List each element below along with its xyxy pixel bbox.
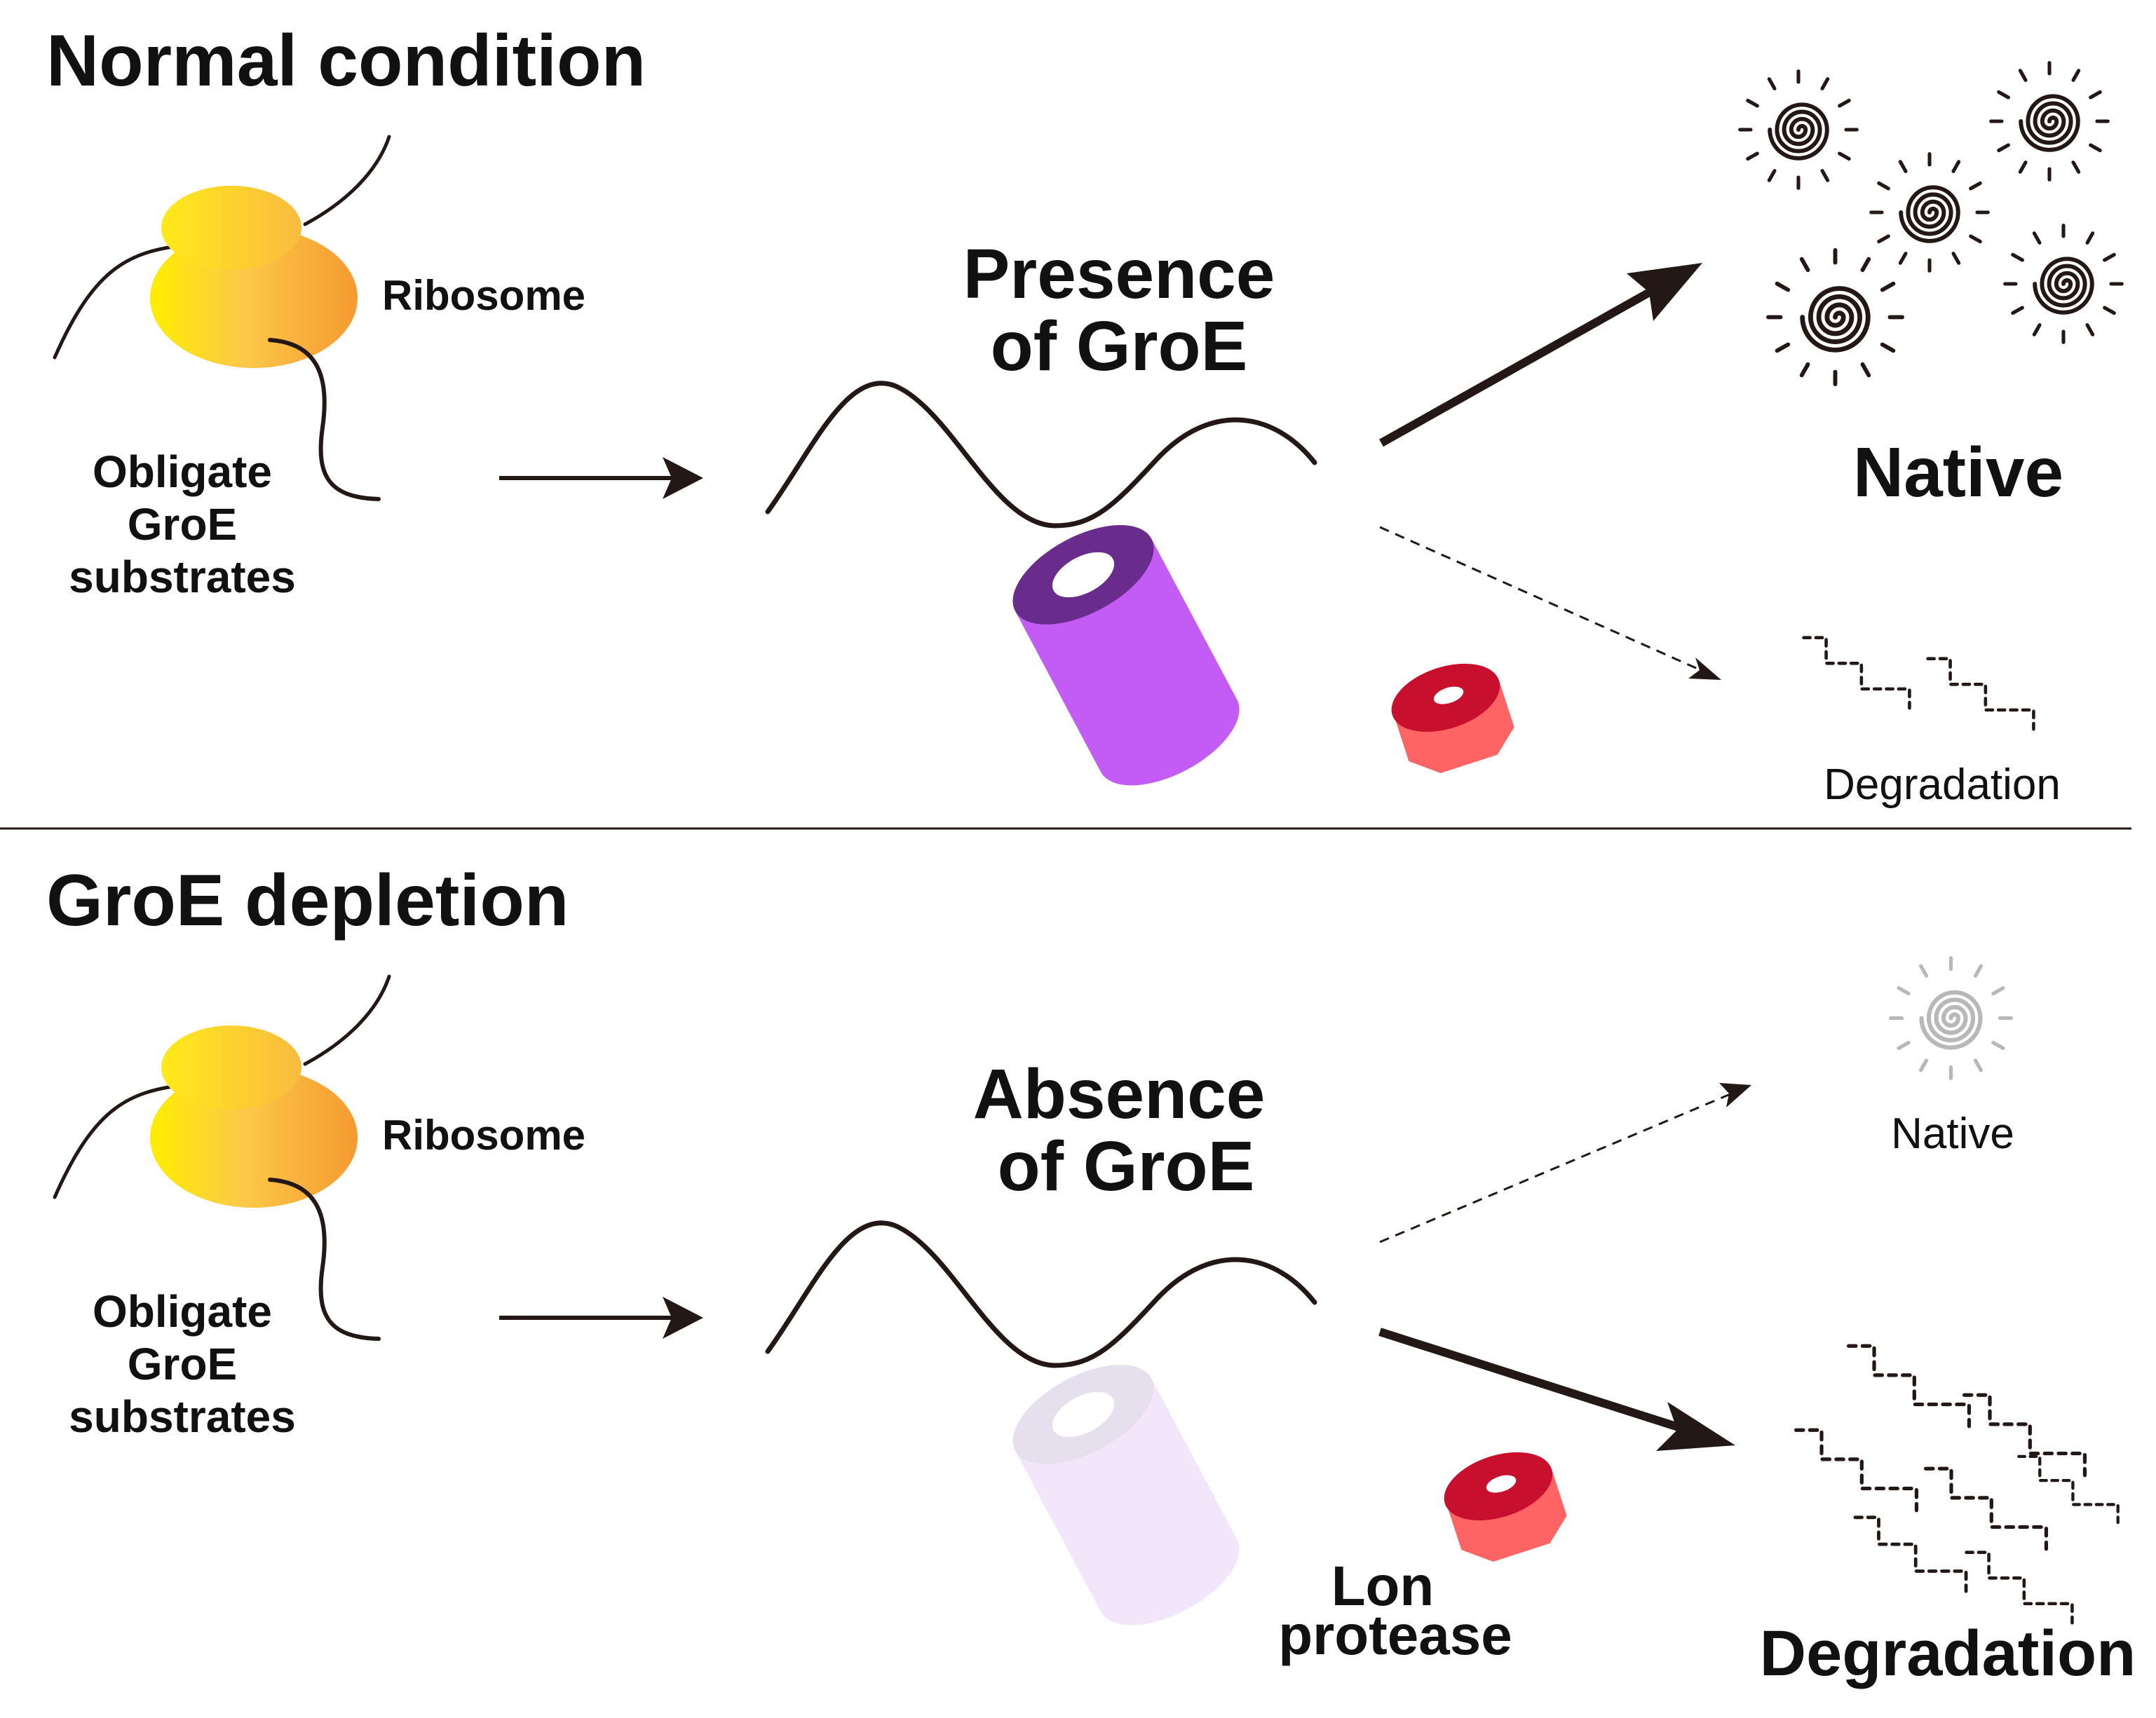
arrow-to-native [1379, 1083, 1751, 1243]
mrna-right [303, 135, 391, 226]
native-protein-icon [1768, 250, 1902, 384]
mrna-right [303, 974, 391, 1066]
arrow-to-degradation [1378, 1328, 1735, 1451]
fragment-icon [1965, 1395, 2085, 1475]
ribosome-small-subunit [161, 186, 301, 270]
native-protein-icon [1891, 958, 2012, 1079]
chaperone-label-line-2: of GroE [998, 1127, 1255, 1206]
arrow-to-folding [499, 1297, 703, 1339]
ribosome-label: Ribosome [382, 1112, 585, 1159]
substrate-label: Obligate GroE substrates [69, 1286, 296, 1442]
ribosome-small-subunit [161, 1025, 301, 1110]
native-protein-cluster [1740, 63, 2122, 384]
degradation-label: Degradation [1760, 1618, 2136, 1689]
nascent-chain [268, 338, 381, 501]
ribosome: Ribosome [53, 974, 585, 1341]
native-label: Native [1853, 433, 2063, 512]
native-protein-icon [1871, 154, 1988, 271]
chaperone-label-line-1: Presence [963, 235, 1275, 313]
arrow-to-degradation [1379, 526, 1721, 680]
native-label: Native [1891, 1110, 2014, 1158]
native-protein-faint [1891, 958, 2012, 1079]
substrate-label-line-2: GroE [128, 1339, 237, 1389]
substrate-label: Obligate GroE substrates [69, 446, 296, 602]
nascent-chain [268, 1178, 381, 1341]
arrow-to-folding [499, 457, 703, 499]
lon-protease [1444, 1452, 1567, 1562]
panel-groe-depletion: GroE depletion Ribosome Obligate GroE su… [46, 860, 2136, 1689]
panel-title: Normal condition [46, 20, 646, 102]
substrate-label-line-3: substrates [69, 1391, 296, 1442]
native-protein-icon [2005, 226, 2122, 343]
degraded-fragments [1796, 1346, 2118, 1623]
groe-chaperonin-depleted [1012, 1365, 1240, 1625]
substrate-label-line-1: Obligate [93, 446, 272, 497]
unfolded-polypeptide [765, 1220, 1317, 1368]
panel-normal-condition: Normal condition Ribosome Obligate GroE … [46, 20, 2122, 809]
fragment-icon [1928, 659, 2034, 730]
fragment-icon [1804, 638, 1910, 709]
groe-chaperonin [1012, 525, 1240, 786]
ribosome: Ribosome [53, 135, 585, 501]
lon-protease [1391, 663, 1514, 773]
mrna-left [53, 1083, 184, 1199]
mrna-left [53, 243, 184, 360]
native-protein-icon [1991, 63, 2108, 180]
substrate-label-line-2: GroE [128, 499, 237, 550]
native-protein-icon [1740, 71, 1857, 189]
fragment-icon [1849, 1346, 1969, 1426]
degraded-fragments [1804, 638, 2034, 730]
panel-title: GroE depletion [46, 860, 569, 941]
chaperone-label-line-2: of GroE [991, 307, 1248, 386]
fragment-icon [1855, 1518, 1966, 1591]
degradation-label: Degradation [1824, 761, 2061, 809]
ribosome-label: Ribosome [382, 272, 585, 319]
arrow-to-native [1379, 263, 1702, 447]
fragment-icon [1967, 1553, 2073, 1623]
fragment-icon [2019, 1457, 2117, 1522]
fragment-icon [1796, 1430, 1917, 1511]
substrate-label-line-1: Obligate [93, 1286, 272, 1337]
protease-label-line-1: Lon [1331, 1555, 1435, 1617]
unfolded-polypeptide [765, 381, 1317, 529]
protease-label-line-2: protease [1278, 1604, 1512, 1666]
fragment-icon [1926, 1468, 2047, 1549]
substrate-label-line-3: substrates [69, 552, 296, 602]
chaperone-label-line-1: Absence [973, 1055, 1266, 1133]
